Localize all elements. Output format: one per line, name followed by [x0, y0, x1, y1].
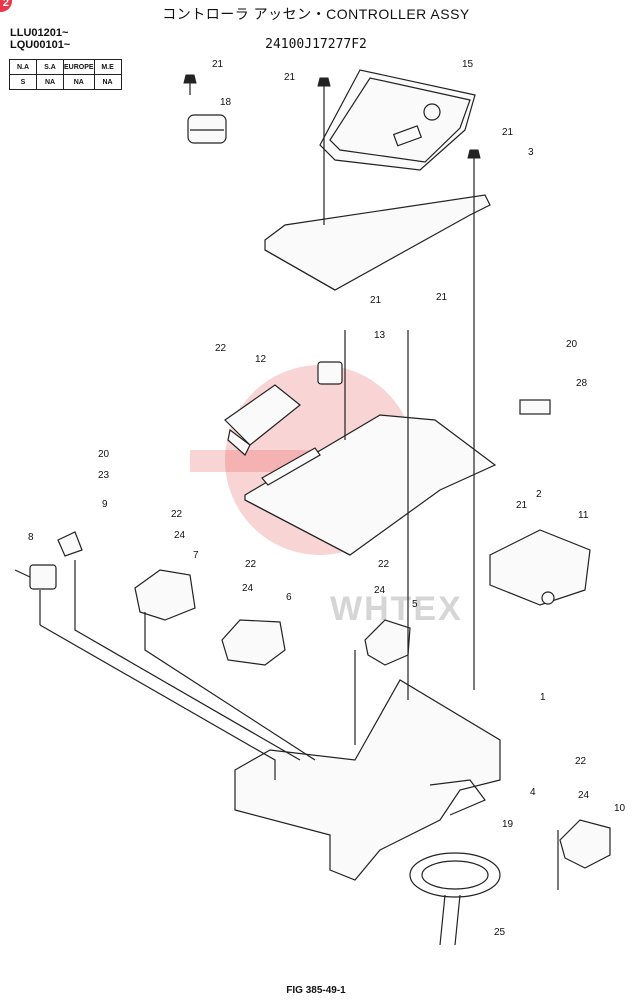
- bolt-icons-top: [183, 74, 481, 170]
- callout-22-c: 22: [245, 559, 257, 570]
- callout-4: 4: [530, 787, 536, 798]
- market-value-sa: NA: [36, 74, 64, 90]
- part-6-box: [221, 619, 286, 666]
- callout-24-b: 24: [242, 583, 254, 594]
- part-10-box: [559, 819, 611, 869]
- callout-8: 8: [28, 532, 34, 543]
- part-number: 24100J17277F2: [265, 37, 367, 52]
- callout-20-right: 20: [566, 339, 578, 350]
- callout-24-d: 24: [578, 790, 590, 801]
- callout-21-e: 21: [436, 292, 448, 303]
- diagram-title: コントローラ アッセン・CONTROLLER ASSY: [162, 6, 470, 22]
- callout-10: 10: [614, 803, 626, 814]
- market-header-row: N.A S.A EUROPE M.E: [9, 59, 122, 75]
- serial-range-2: LQU00101~: [10, 39, 71, 51]
- part-2-middle-plate: [244, 414, 497, 556]
- callout-12: 12: [255, 354, 267, 365]
- callout-22-b: 22: [171, 509, 183, 520]
- callout-7: 7: [193, 550, 199, 561]
- callout-22-d: 22: [378, 559, 390, 570]
- callout-9: 9: [102, 499, 108, 510]
- callout-24-c: 24: [374, 585, 386, 596]
- part-7-box: [134, 569, 196, 621]
- watermark-text: WHTEX: [330, 590, 463, 628]
- callout-22-e: 22: [575, 756, 587, 767]
- part-13-connector: [317, 361, 343, 385]
- callout-28: 28: [576, 378, 588, 389]
- part-8-switch: [14, 564, 57, 590]
- part-1-base-frame: [234, 679, 501, 881]
- figure-number: FIG 385-49-1: [286, 985, 346, 996]
- callout-21-a: 21: [212, 59, 224, 70]
- market-value-na: S: [9, 74, 37, 90]
- callout-18: 18: [220, 97, 232, 108]
- part-11-unit: [489, 529, 591, 606]
- callout-13: 13: [374, 330, 386, 341]
- serial-ranges: LLU01201~ LQU00101~: [10, 27, 70, 51]
- callout-21-c: 21: [502, 127, 514, 138]
- callout-1: 1: [540, 692, 546, 703]
- assembly-lines: [39, 98, 559, 890]
- callout-25: 25: [494, 927, 506, 938]
- part-19-harness: [409, 852, 501, 946]
- part-28-bracket: [519, 399, 551, 415]
- part-3-top-plate: [264, 194, 491, 291]
- serial-range-1: LLU01201~: [10, 27, 69, 39]
- callout-6: 6: [286, 592, 292, 603]
- callout-15: 15: [462, 59, 474, 70]
- callout-23: 23: [98, 470, 110, 481]
- callout-22-a: 22: [215, 343, 227, 354]
- callout-2: 2: [536, 489, 542, 500]
- callout-21-d: 21: [370, 295, 382, 306]
- part-15-controller-box: [319, 69, 476, 171]
- part-9-bracket: [57, 531, 83, 557]
- market-table: N.A S.A EUROPE M.E S NA NA NA: [9, 59, 122, 90]
- part-18-relay: [187, 114, 227, 144]
- callout-24-a: 24: [174, 530, 186, 541]
- market-value-me: NA: [93, 74, 122, 90]
- badge-number: 2: [2, 0, 9, 9]
- callout-11: 11: [578, 510, 589, 521]
- callout-20-left: 20: [98, 449, 110, 460]
- callout-21-f: 21: [516, 500, 528, 511]
- callout-3: 3: [528, 147, 534, 158]
- callout-19: 19: [502, 819, 514, 830]
- callout-21-b: 21: [284, 72, 296, 83]
- market-value-row: S NA NA NA: [9, 74, 122, 90]
- part-12-component: [224, 384, 301, 456]
- callout-5: 5: [412, 599, 418, 610]
- callout-labels: 1 2 3 4 5 6 7 8 9 10 11 12 13 15 18 19 2…: [28, 59, 626, 938]
